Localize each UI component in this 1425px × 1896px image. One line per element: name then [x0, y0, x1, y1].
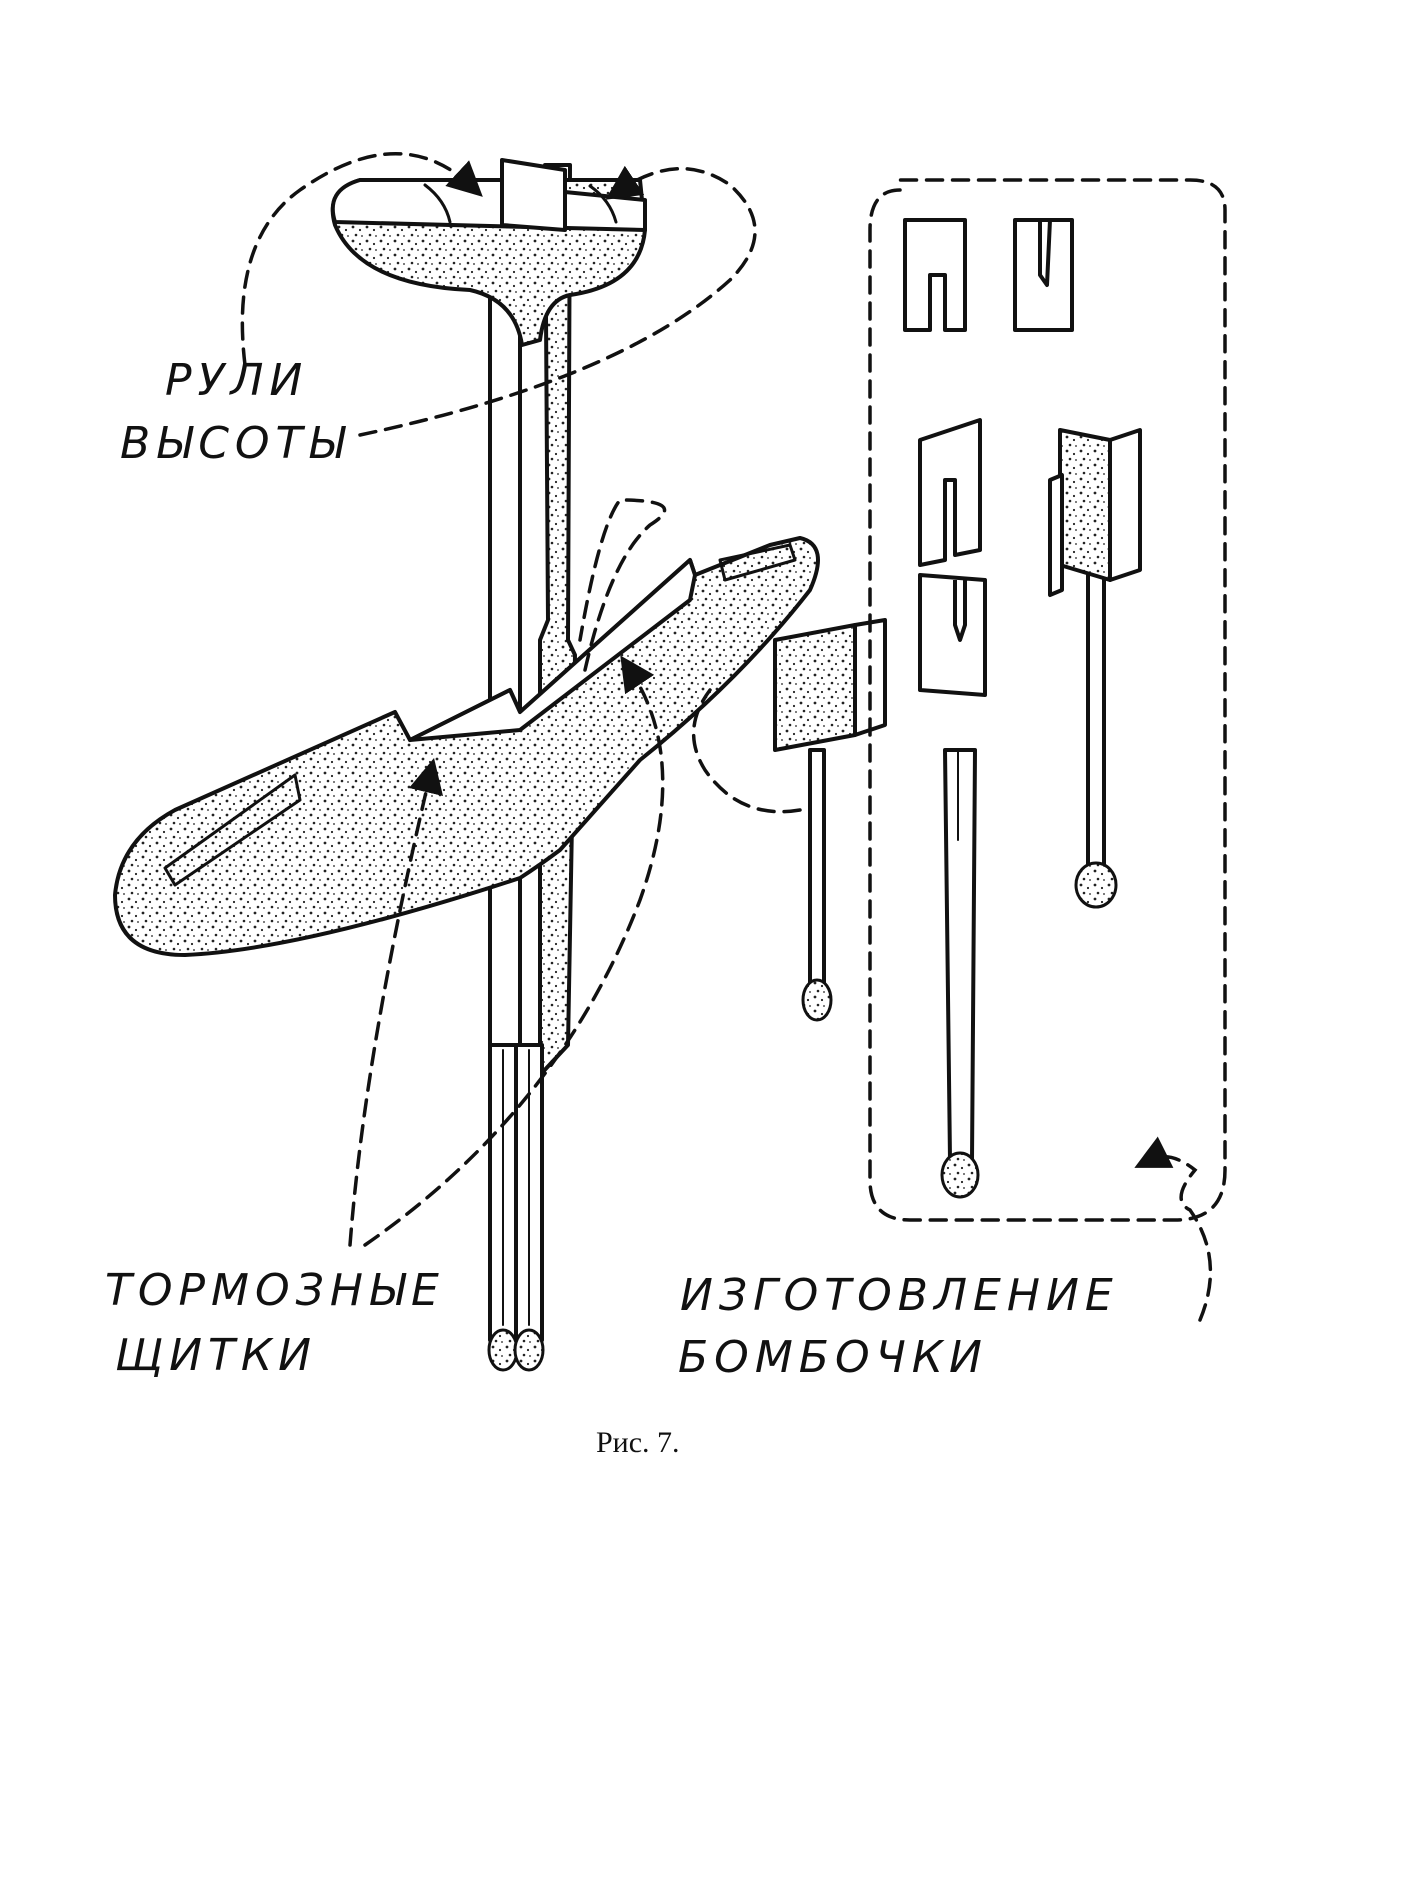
vertical-fin [500, 158, 567, 232]
blank-1 [903, 218, 967, 332]
label-elevators-line2: ВЫСОТЫ [120, 418, 350, 469]
match-head-1 [487, 1328, 519, 1372]
figure-caption: Рис. 7. [596, 1426, 680, 1459]
elevator-callouts [240, 151, 757, 437]
label-brakes-line1: ТОРМОЗНЫЕ [105, 1265, 445, 1316]
label-elevators-line1: РУЛИ [165, 355, 308, 406]
blank-2 [1013, 218, 1074, 332]
brake-callouts [348, 498, 802, 1247]
aileron-right [718, 543, 797, 582]
elevator-right [588, 184, 618, 224]
fuselage-rear [488, 263, 522, 1047]
match-head-2 [513, 1328, 545, 1372]
main-wing [113, 536, 820, 957]
label-brakes-line2: ЩИТКИ [115, 1330, 317, 1381]
glider [113, 158, 820, 1372]
bomb-assembled-small [773, 618, 887, 1022]
blank-3 [918, 418, 982, 567]
aileron-left [163, 773, 302, 887]
label-bomb-line1: ИЗГОТОВЛЕНИЕ [680, 1270, 1119, 1321]
elevator-left [423, 183, 452, 224]
bomb-assembled-large [1048, 428, 1142, 909]
bomb-making-box [868, 178, 1227, 1322]
wing-upper-face [408, 558, 697, 742]
label-bomb-line2: БОМБОЧКИ [678, 1332, 988, 1383]
matchstick [940, 748, 980, 1199]
blank-4 [918, 573, 987, 697]
